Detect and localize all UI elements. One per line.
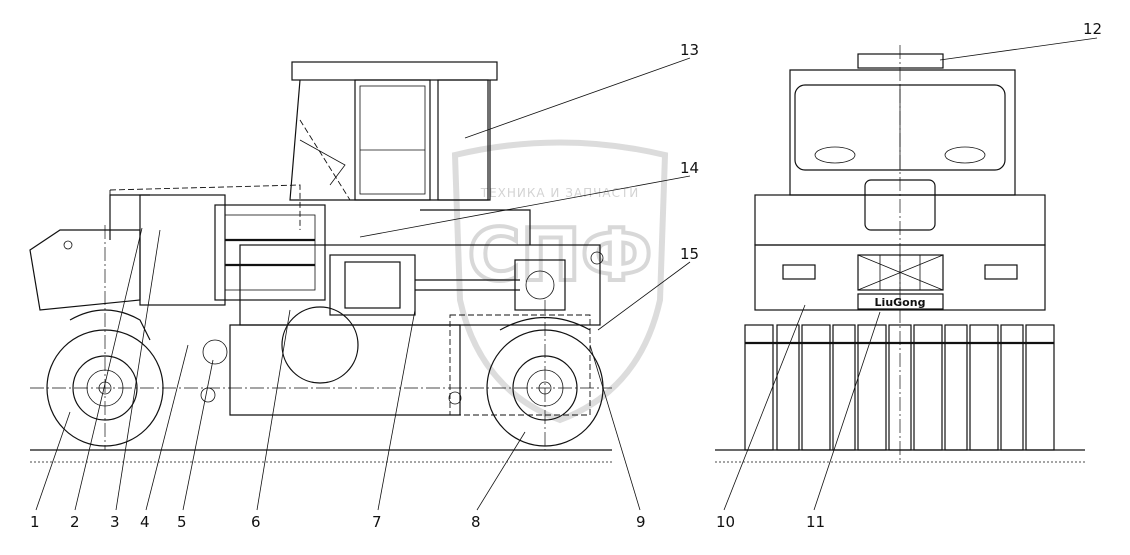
- callout-2: 2: [70, 513, 80, 531]
- callout-14: 14: [680, 159, 699, 177]
- callout-11: 11: [806, 513, 825, 531]
- watermark-text: ТЕХНИКА И ЗАПЧАСТИ: [480, 186, 640, 200]
- callout-6: 6: [251, 513, 261, 531]
- callout-8: 8: [471, 513, 481, 531]
- watermark-logo: ТЕХНИКА И ЗАПЧАСТИ СПФ: [451, 139, 669, 424]
- callout-15: 15: [680, 245, 699, 263]
- callout-12: 12: [1083, 20, 1102, 38]
- callout-9: 9: [636, 513, 646, 531]
- brand-plate: LiuGong: [875, 296, 926, 309]
- watermark-logo-text: СПФ: [468, 213, 653, 297]
- callout-4: 4: [140, 513, 150, 531]
- callouts: 1 2 3 4 5 6 7 8 9 10 11 12 13 14 15: [30, 20, 1102, 531]
- front-view: LiuGong: [744, 45, 1055, 462]
- callout-5: 5: [177, 513, 187, 531]
- side-view: [29, 61, 612, 450]
- ground-left: [30, 449, 612, 463]
- leader-lines: [35, 37, 1098, 511]
- callout-3: 3: [110, 513, 120, 531]
- callout-13: 13: [680, 41, 699, 59]
- callout-1: 1: [30, 513, 40, 531]
- callout-7: 7: [372, 513, 382, 531]
- callout-10: 10: [716, 513, 735, 531]
